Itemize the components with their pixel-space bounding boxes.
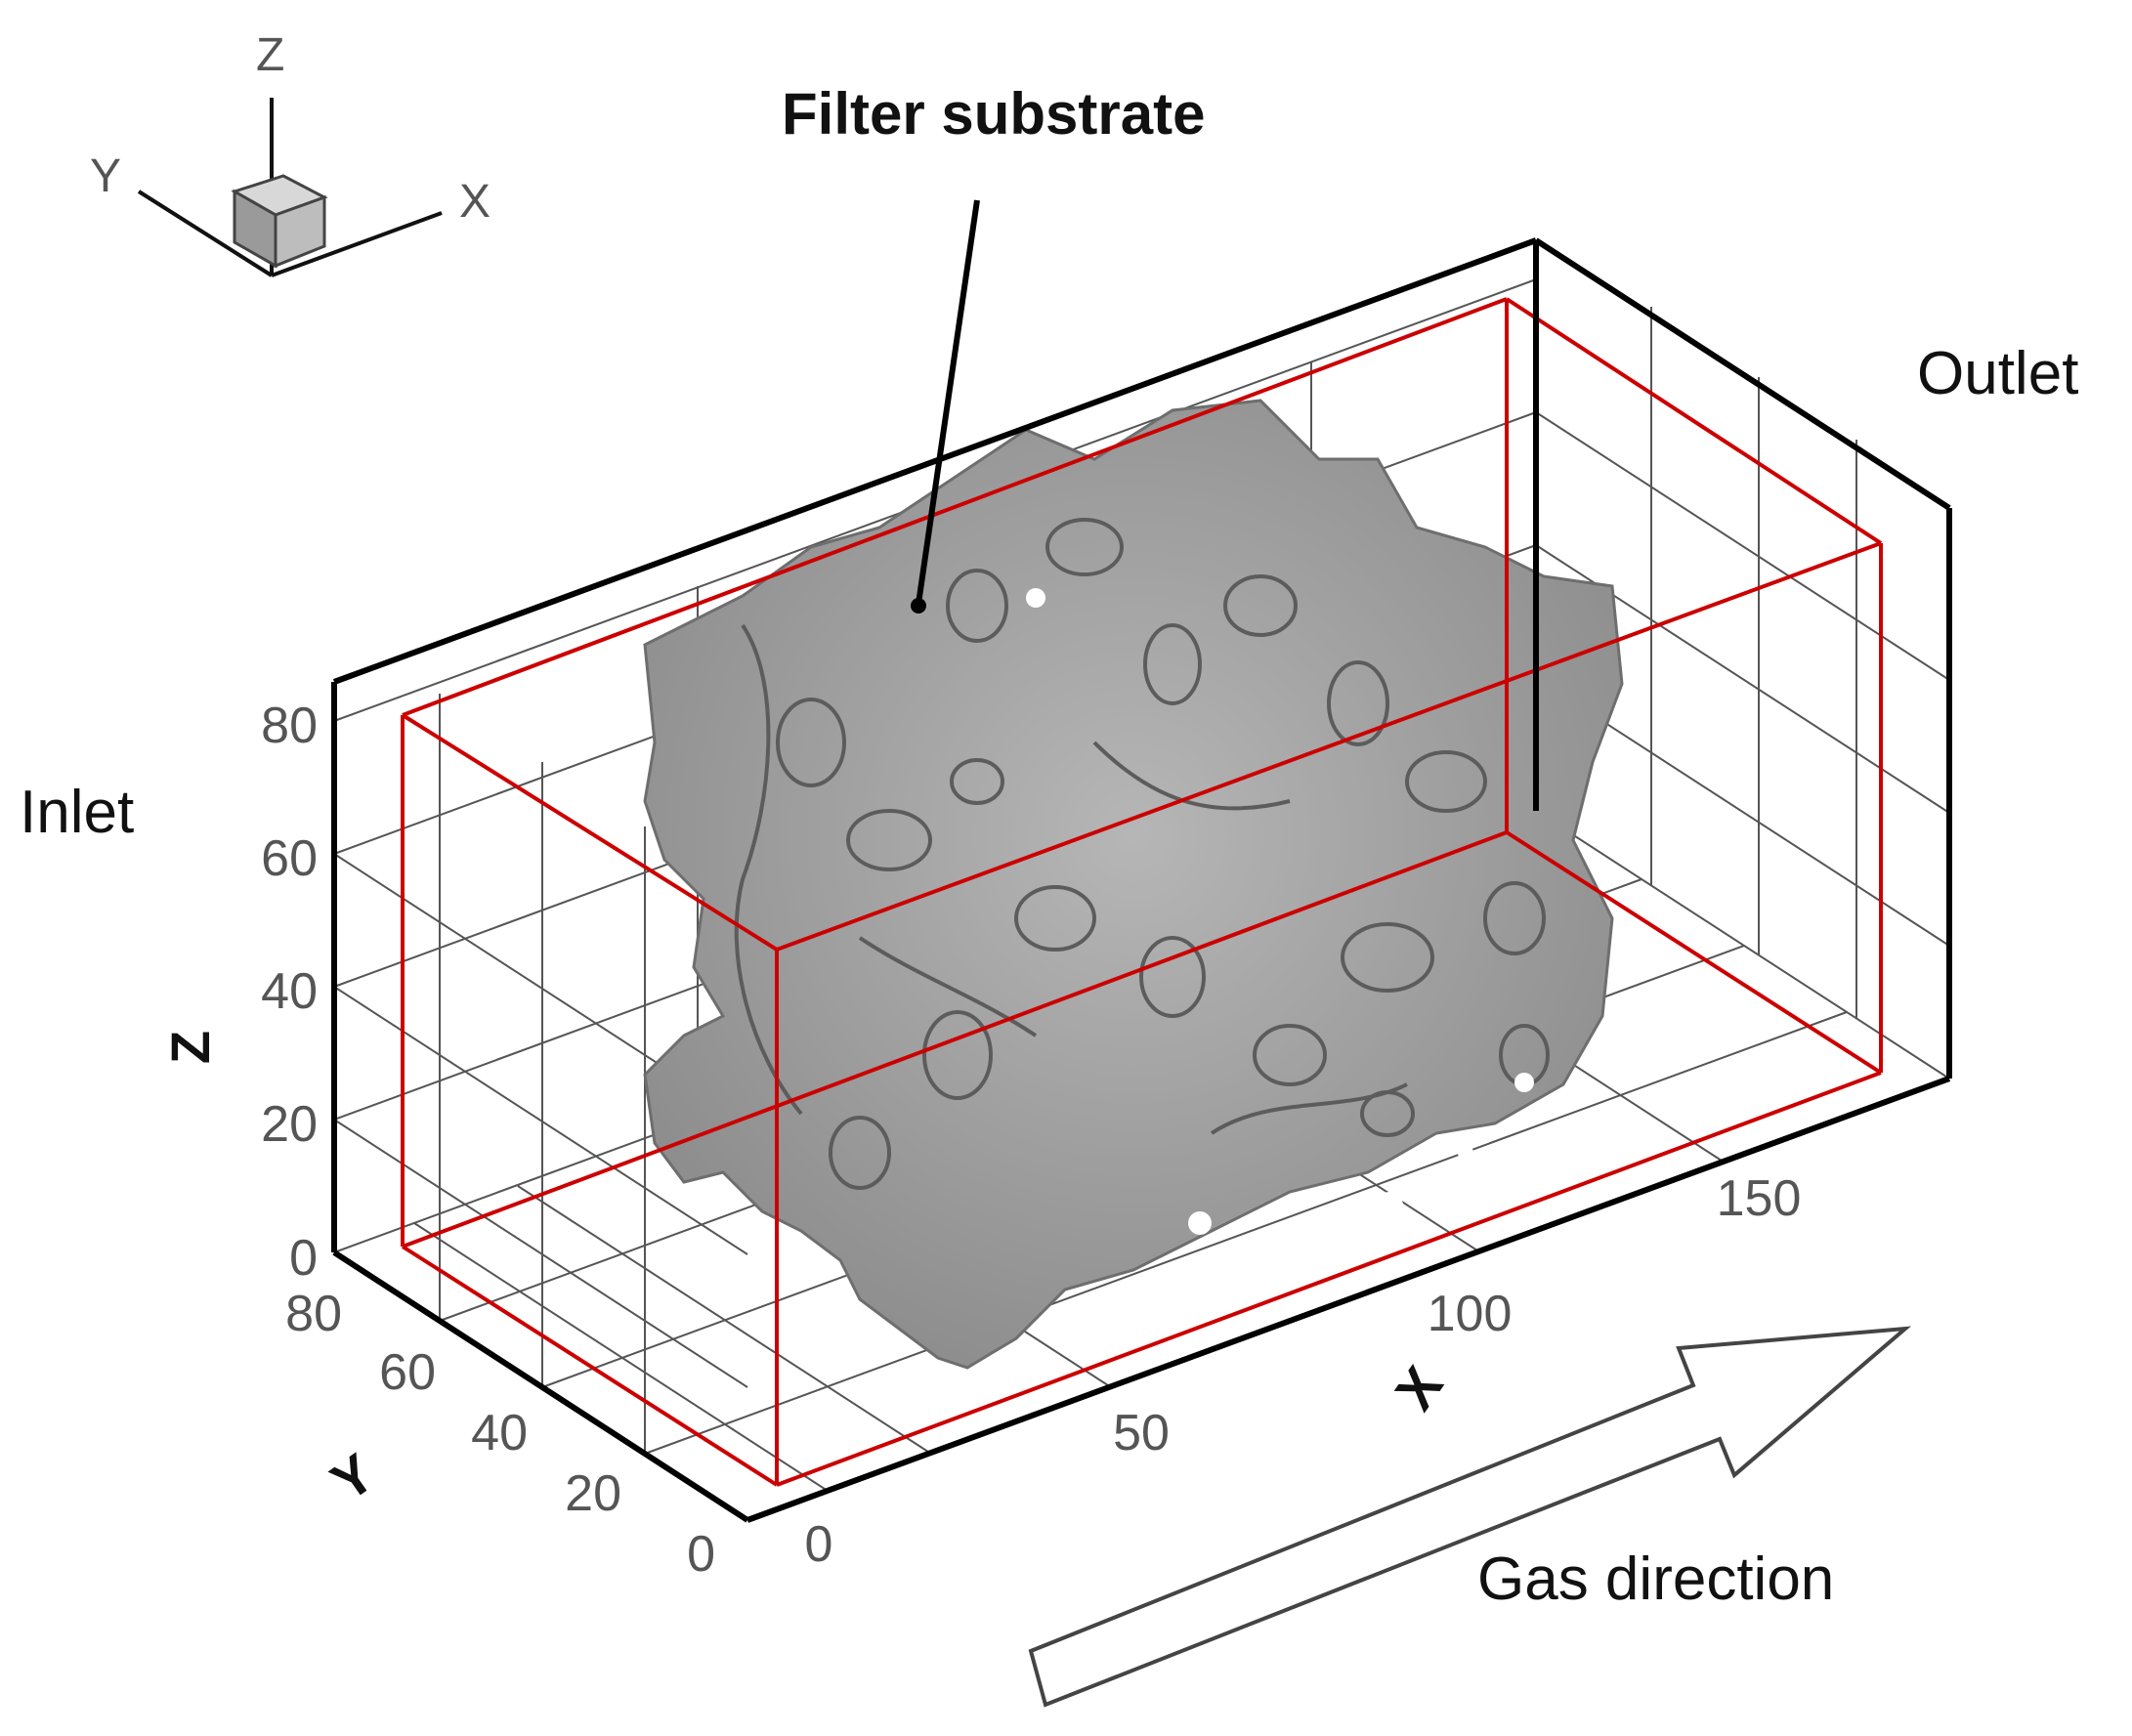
- y-axis: 0 20 40 60 80 Y: [285, 1286, 715, 1583]
- y-axis-title: Y: [320, 1442, 385, 1513]
- y-tick: 60: [379, 1344, 436, 1401]
- outlet-label: Outlet: [1917, 340, 2078, 407]
- x-tick: 0: [805, 1516, 833, 1573]
- y-tick: 0: [687, 1526, 715, 1583]
- x-tick: 100: [1428, 1286, 1513, 1342]
- x-tick: 50: [1113, 1405, 1170, 1461]
- gas-direction-label: Gas direction: [1477, 1545, 1834, 1613]
- z-axis-title: Z: [159, 1031, 221, 1064]
- triad-x-label: X: [459, 176, 490, 228]
- z-tick: 40: [261, 963, 318, 1020]
- bounding-frame: [331, 237, 1952, 1523]
- y-tick: 40: [471, 1405, 528, 1461]
- filter-substrate-geometry: [643, 399, 1624, 1370]
- filter-substrate-label: Filter substrate: [782, 81, 1205, 147]
- y-tick: 20: [565, 1465, 621, 1522]
- x-axis-title: X: [1384, 1355, 1455, 1420]
- substrate-leader-line: [916, 199, 980, 605]
- z-tick: 80: [261, 698, 318, 754]
- domain-box: [401, 297, 1883, 1487]
- triad-z-label: Z: [256, 29, 284, 81]
- z-tick: 20: [261, 1096, 318, 1153]
- x-tick: 150: [1717, 1170, 1802, 1227]
- z-tick: 0: [289, 1230, 318, 1287]
- axis-triad-icon: Z Y X: [90, 29, 490, 277]
- y-tick: 80: [285, 1286, 342, 1342]
- triad-y-label: Y: [90, 150, 121, 202]
- z-axis: 0 20 40 60 80 Z: [159, 698, 318, 1287]
- z-tick: 60: [261, 830, 318, 887]
- inlet-label: Inlet: [20, 779, 134, 846]
- substrate-leader-dot: [911, 598, 926, 614]
- gas-direction-arrow-icon: [1028, 1326, 1912, 1708]
